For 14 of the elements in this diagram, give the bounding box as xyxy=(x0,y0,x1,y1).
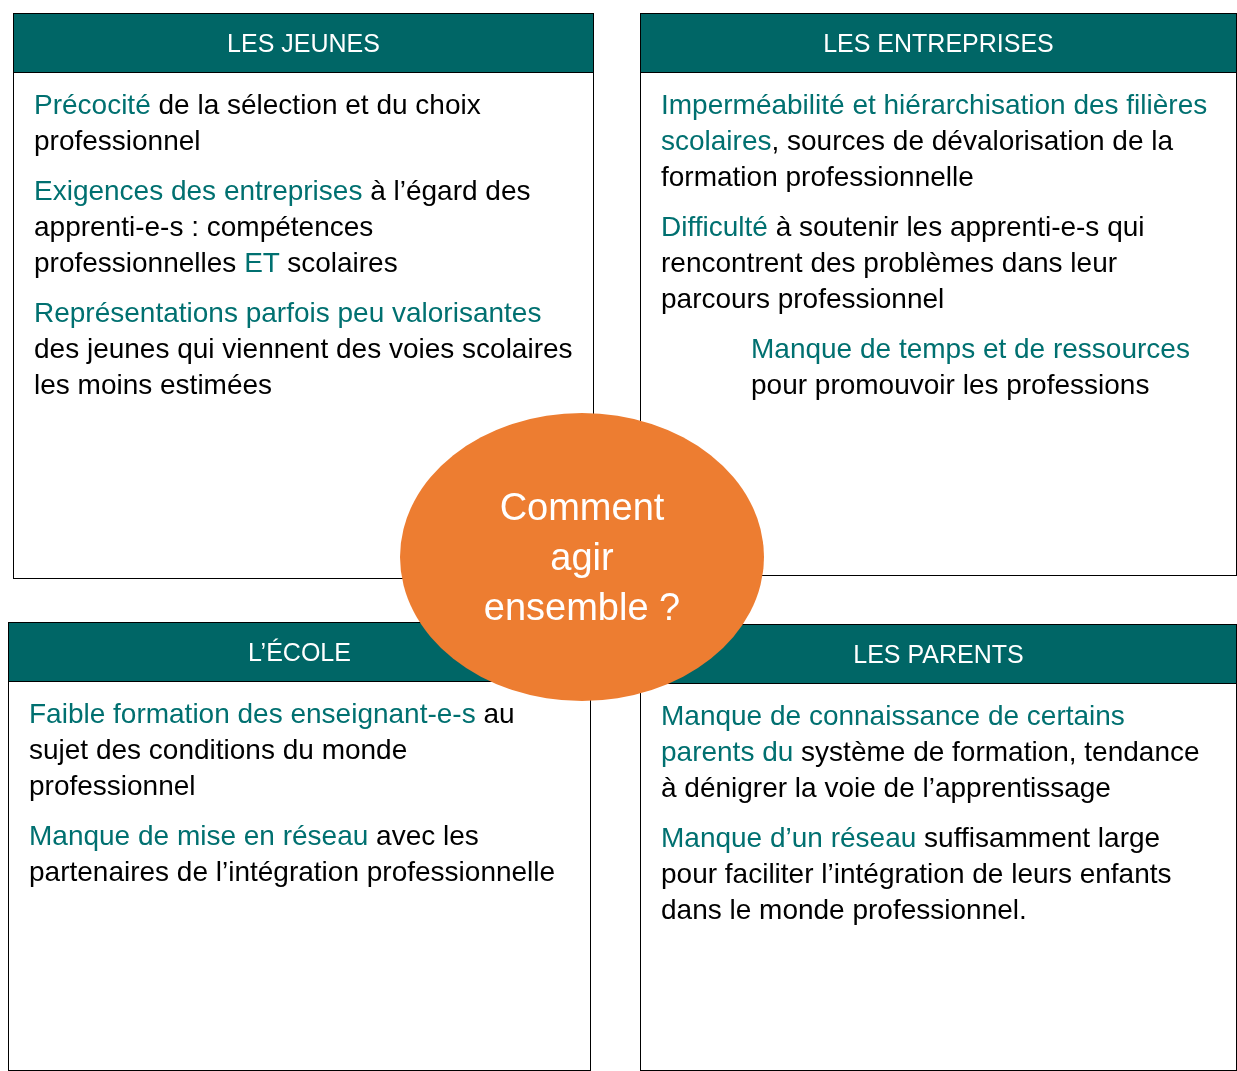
paragraph: Difficulté à soutenir les apprenti-e-s qui rencontrent des problèmes dans leur parcours professionnel xyxy=(661,210,1146,316)
panel-header: LES ENTREPRISES xyxy=(641,14,1236,73)
paragraph: Faible formation des enseignant-e-s au sujet des conditions du monde professionnel xyxy=(29,697,516,803)
panel-header: LES JEUNES xyxy=(14,14,593,73)
paragraph: Manque de connaissance de certains parents du système de formation, tendance à dénigrer la voie de l’apprentissage xyxy=(661,699,1201,805)
paragraph: Manque d’un réseau suffisamment large pour faciliter l’intégration de leurs enfants dans le monde professionnel. xyxy=(661,821,1173,927)
paragraph: Représentations parfois peu valorisantes des jeunes qui viennent des voies scolaires les moins estimées xyxy=(34,296,573,402)
paragraph: Manque de mise en réseau avec les partenaires de l’intégration professionnelle xyxy=(29,819,557,889)
paragraph: Exigences des entreprises à l’égard des apprenti-e-s : compétences professionnelles ET scolaires xyxy=(34,174,532,280)
paragraph: Imperméabilité et hiérarchisation des filières scolaires, sources de dévalorisation de la formation professionnelle xyxy=(661,88,1209,194)
paragraph: Manque de temps et de ressources pour promouvoir les professions xyxy=(750,332,1191,402)
paragraph: Précocité de la sélection et du choix professionnel xyxy=(34,88,482,158)
topic-panel xyxy=(8,622,591,1071)
topic-panel xyxy=(640,624,1237,1071)
